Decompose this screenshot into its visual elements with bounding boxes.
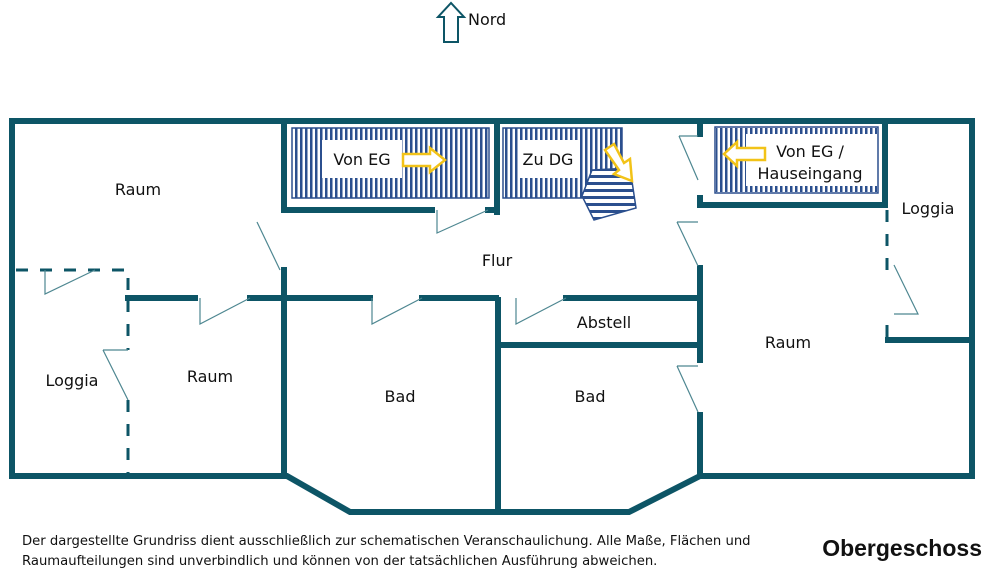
room-label-loggia: Loggia [46, 371, 99, 390]
stair-label: Hauseingang [758, 164, 863, 183]
north-arrow-icon [435, 1, 467, 43]
stair-zu-dg [502, 127, 637, 221]
dashed-walls [16, 210, 889, 476]
floor-title: Obergeschoss [822, 535, 982, 561]
disclaimer-text: Der dargestellte Grundriss dient ausschl… [22, 534, 751, 569]
room-label-loggia: Loggia [902, 199, 955, 218]
stair-von-eg [291, 127, 490, 199]
room-label-bad: Bad [575, 387, 606, 406]
room-label-bad: Bad [385, 387, 416, 406]
compass-label: Nord [468, 10, 506, 29]
room-label-flur: Flur [482, 251, 513, 270]
room-label-raum: Raum [187, 367, 233, 386]
room-label-raum: Raum [765, 333, 811, 352]
room-label-abstell: Abstell [577, 313, 631, 332]
walls [9, 118, 975, 515]
arrow-left-icon [722, 139, 767, 169]
stair-von-eg-hauseingang [714, 126, 879, 194]
arrow-down-right-icon [603, 142, 634, 183]
arrow-right-icon [401, 145, 448, 175]
stair-label: Von EG [333, 150, 390, 169]
stair-label: Von EG / [776, 142, 844, 161]
stair-label: Zu DG [523, 150, 574, 169]
door-swings [44, 135, 919, 413]
room-label-raum: Raum [115, 180, 161, 199]
